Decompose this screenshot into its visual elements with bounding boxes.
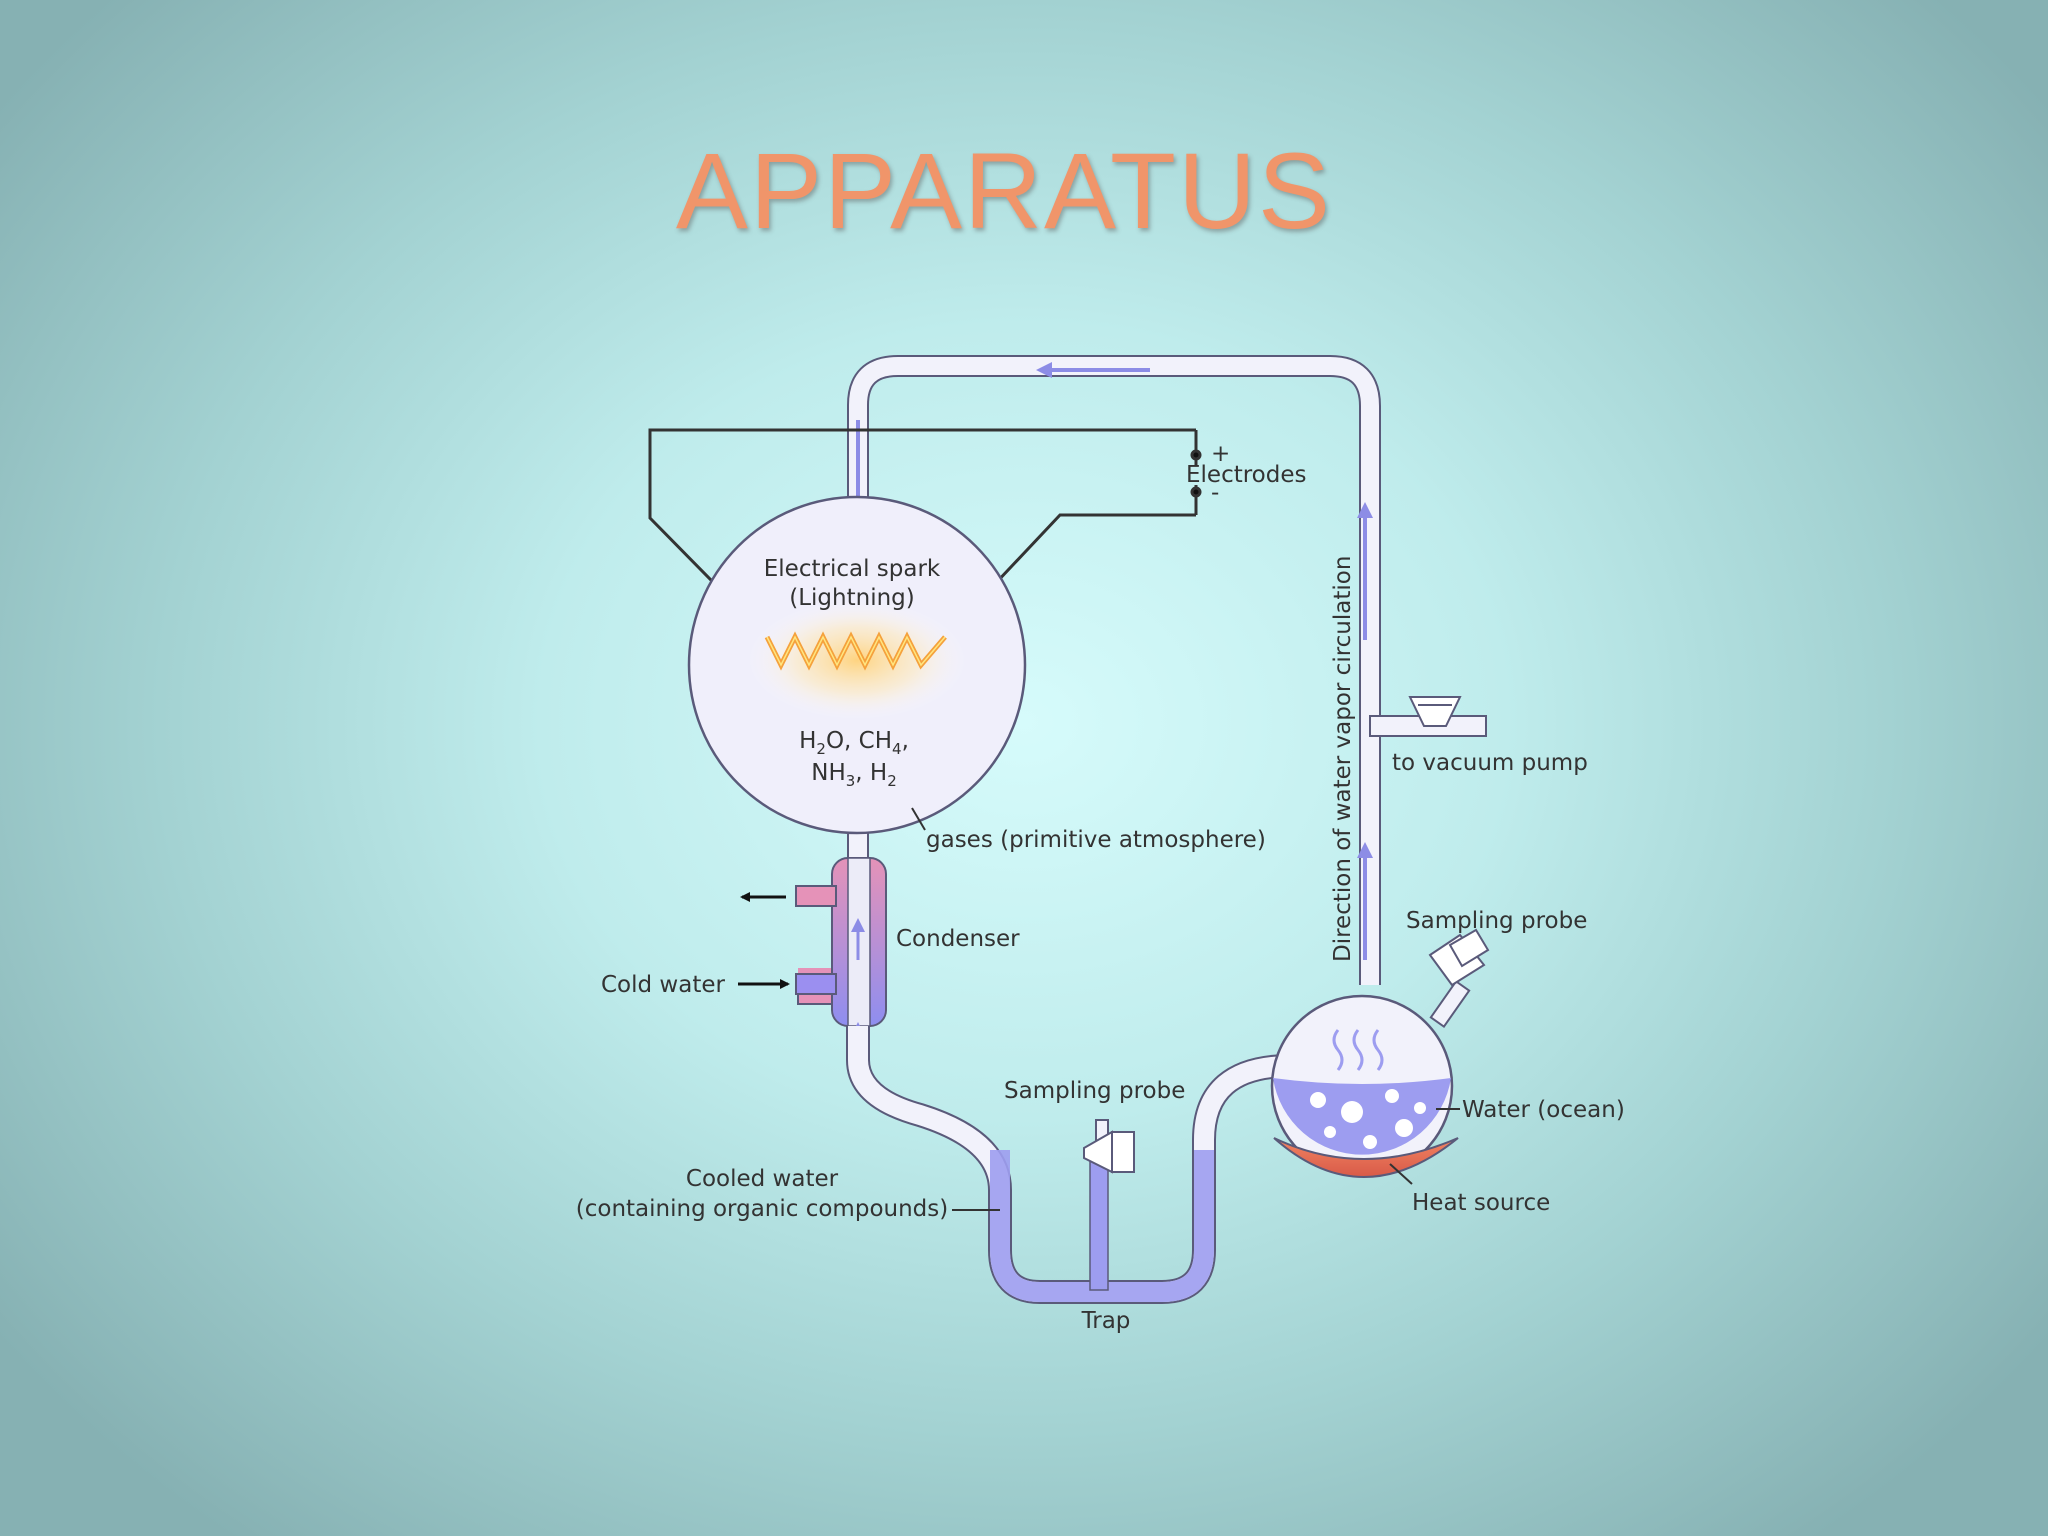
gases-label: gases (primitive atmosphere) bbox=[926, 827, 1266, 853]
cooled-water-label-line2: (containing organic compounds) bbox=[576, 1196, 948, 1222]
leader-lines bbox=[911, 807, 1460, 1211]
electrode-plus-sign: + bbox=[1211, 441, 1230, 467]
vapor-tube bbox=[847, 355, 1381, 985]
water-ocean-label: Water (ocean) bbox=[1462, 1097, 1625, 1123]
trap-tube bbox=[846, 1026, 1291, 1304]
slide-title: APPARATUS bbox=[675, 130, 1333, 251]
trap-label: Trap bbox=[1081, 1308, 1131, 1334]
vacuum-pump-label: to vacuum pump bbox=[1392, 750, 1588, 776]
condenser-label: Condenser bbox=[896, 926, 1020, 952]
electrodes-label: Electrodes bbox=[1186, 462, 1307, 488]
trap-sampling-probe bbox=[1083, 1119, 1135, 1174]
sampling-probe-right-label: Sampling probe bbox=[1406, 908, 1587, 934]
gas-formula-line2: NH3, H2 bbox=[811, 760, 897, 790]
reaction-flask bbox=[687, 495, 1027, 835]
electrode-minus-sign: - bbox=[1211, 480, 1219, 506]
vapor-direction-label: Direction of water vapor circulation bbox=[1330, 556, 1356, 962]
spark-label-line1: Electrical spark bbox=[764, 556, 941, 582]
condenser bbox=[795, 857, 887, 1040]
gas-formula-line1: H2O, CH4, bbox=[799, 728, 909, 758]
boiling-flask bbox=[1270, 928, 1490, 1178]
spark-label-line2: (Lightning) bbox=[789, 585, 915, 611]
cooled-water-label-line1: Cooled water bbox=[686, 1166, 839, 1192]
sampling-probe-trap-label: Sampling probe bbox=[1004, 1078, 1185, 1104]
cold-water-label: Cold water bbox=[601, 972, 726, 998]
vacuum-pump-valve bbox=[1369, 696, 1487, 737]
heat-source-label: Heat source bbox=[1412, 1190, 1550, 1216]
heat-source-burner bbox=[1273, 1137, 1459, 1178]
